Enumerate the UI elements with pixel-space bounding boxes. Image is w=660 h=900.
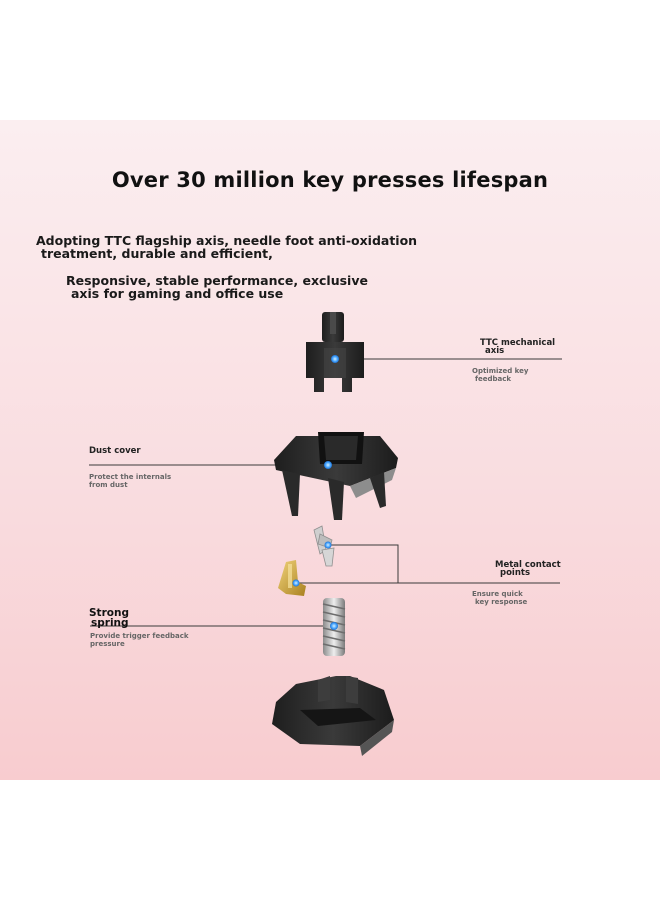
intro-line-4: axis for gaming and office use [71,286,284,301]
spring-dot [330,622,338,630]
metal-leader-upper [328,544,560,584]
switch-exploded-diagram [89,312,562,756]
highlight-dots [292,355,339,630]
ttc-description: Optimized key feedback [472,367,529,383]
intro-line-1: Adopting TTC flagship axis, needle foot … [36,233,418,248]
contact-dot-upper [324,541,332,549]
metal-contact-description: Ensure quick key response [472,590,528,606]
dust-cover-label: Dust cover [89,446,141,456]
leader-lines [89,358,562,627]
headline: Over 30 million key presses lifespan [111,168,549,192]
metal-contact-label: Metal contact points [495,560,561,578]
stem-dot [331,355,339,363]
intro-line-2: treatment, durable and efficient, [41,246,273,261]
intro-paragraph-2: Responsive, stable performance, exclusiv… [66,274,368,300]
stem-part [306,312,364,392]
spring-label: Strong spring [89,607,129,629]
bottom-housing-part [272,676,394,756]
ttc-label: TTC mechanical axis [480,338,556,356]
metal-contact-part [278,525,335,596]
spring-description: Provide trigger feedback pressure [90,632,189,648]
dust-cover-part [274,432,398,520]
contact-dot-lower [292,579,300,587]
intro-line-3: Responsive, stable performance, exclusiv… [66,273,368,288]
product-panel: Over 30 million key presses lifespan Ado… [0,120,660,780]
intro-paragraph-1: Adopting TTC flagship axis, needle foot … [36,234,417,260]
dust-cover-description: Protect the internals from dust [89,473,172,489]
dust-cover-dot [324,461,332,469]
